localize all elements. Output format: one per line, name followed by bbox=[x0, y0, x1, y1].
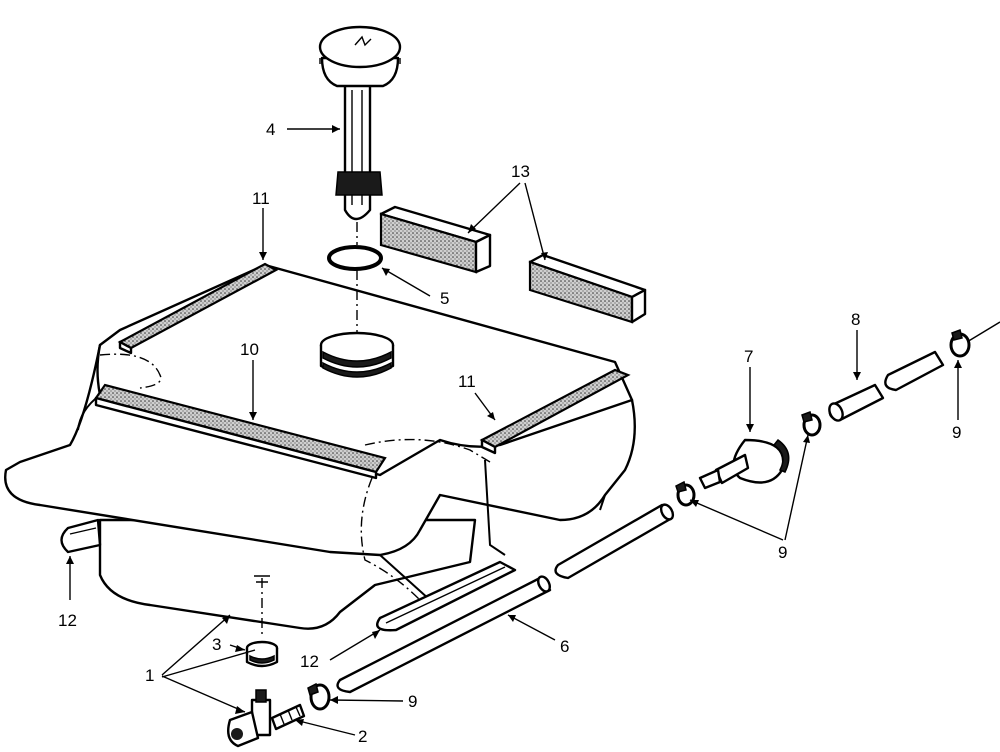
callout-13: 13 bbox=[511, 162, 530, 181]
insulation-pad-10 bbox=[94, 383, 387, 480]
insulation-pad-11-right bbox=[479, 368, 631, 455]
callout-6: 6 bbox=[560, 637, 569, 656]
insulation-pad-13-a bbox=[379, 205, 492, 274]
callout-11-right: 11 bbox=[458, 372, 476, 391]
callout-11-left: 11 bbox=[252, 189, 270, 208]
callout-4: 4 bbox=[266, 120, 275, 139]
gasket-5 bbox=[327, 245, 383, 271]
insulation-pad-13-b bbox=[528, 253, 647, 324]
callout-5: 5 bbox=[440, 289, 449, 308]
fuel-hose-6 bbox=[336, 575, 552, 694]
callout-labels: 1 2 3 4 5 6 7 8 9 9 9 10 11 11 12 12 13 bbox=[58, 120, 961, 746]
hose-clamp-3 bbox=[801, 411, 822, 437]
callout-9-middle: 9 bbox=[778, 543, 787, 562]
fuel-hose-end bbox=[884, 321, 1000, 392]
callout-10: 10 bbox=[240, 340, 259, 359]
nipple-fitting-2 bbox=[270, 703, 306, 731]
callout-7: 7 bbox=[744, 347, 753, 366]
fuel-hose-upper bbox=[554, 503, 675, 580]
callout-12-left: 12 bbox=[58, 611, 77, 630]
callout-9-bottom: 9 bbox=[408, 692, 417, 711]
strap-12-front bbox=[376, 560, 517, 632]
fuel-gauge-sender bbox=[318, 25, 402, 221]
strap-12-left bbox=[60, 518, 102, 554]
leader-lines bbox=[66, 125, 962, 736]
callout-12-front: 12 bbox=[300, 652, 319, 671]
drain-plug-3 bbox=[245, 640, 279, 668]
callout-9-right: 9 bbox=[952, 423, 961, 442]
callout-3: 3 bbox=[212, 635, 221, 654]
fuel-filter-7 bbox=[698, 438, 790, 490]
hose-clamp-1 bbox=[307, 682, 331, 711]
fuel-hose-8 bbox=[828, 383, 885, 422]
callout-8: 8 bbox=[851, 310, 860, 329]
insulation-pad-11-left bbox=[117, 262, 279, 355]
hose-clamp-2 bbox=[675, 480, 696, 507]
elbow-fitting-1 bbox=[227, 689, 272, 748]
callout-2: 2 bbox=[358, 727, 367, 746]
callout-1: 1 bbox=[145, 666, 154, 685]
hose-clamp-4 bbox=[949, 329, 971, 358]
